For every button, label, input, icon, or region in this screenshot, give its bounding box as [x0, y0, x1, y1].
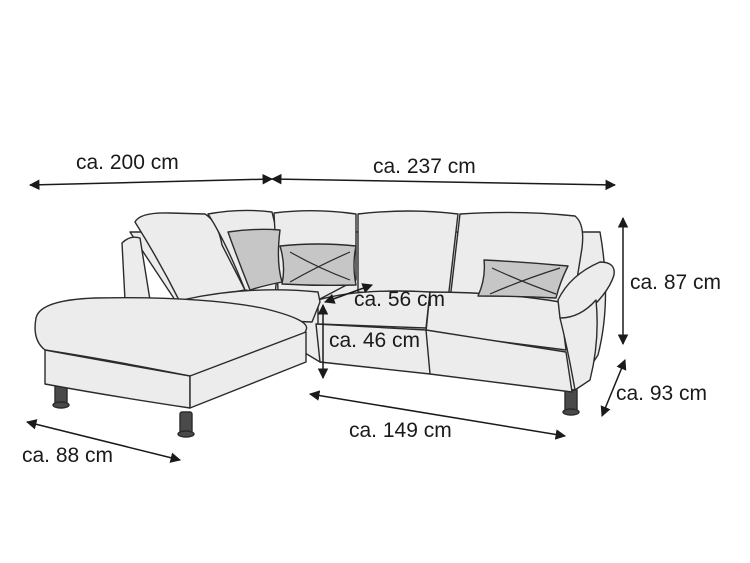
chaise-side	[189, 331, 307, 409]
label-chaise-depth: ca. 88 cm	[22, 444, 114, 467]
arrow-seat-depth	[324, 283, 373, 304]
throw-pillows	[227, 228, 569, 299]
label-height-total: ca. 87 cm	[630, 271, 722, 294]
pillow-middle	[279, 243, 357, 287]
arrow-chaise-depth	[25, 419, 182, 463]
chaise-armrest	[121, 236, 151, 301]
pillow-right	[477, 259, 569, 299]
arrow-width-left	[28, 173, 274, 191]
label-width-left: ca. 200 cm	[76, 151, 179, 174]
arrow-depth-total	[600, 359, 627, 417]
arrow-width-right	[270, 173, 617, 191]
dimension-arrows	[25, 173, 629, 463]
label-seat-height: ca. 46 cm	[329, 329, 421, 352]
label-seat-depth: ca. 56 cm	[354, 288, 446, 311]
corner-sofa	[34, 209, 615, 438]
back-cushion-4	[357, 210, 459, 301]
label-seat-width: ca. 149 cm	[349, 419, 452, 442]
arrow-seat-width	[308, 390, 567, 440]
label-depth-total: ca. 93 cm	[616, 382, 708, 405]
label-width-right: ca. 237 cm	[373, 155, 476, 178]
right-armrest-body	[559, 299, 598, 391]
